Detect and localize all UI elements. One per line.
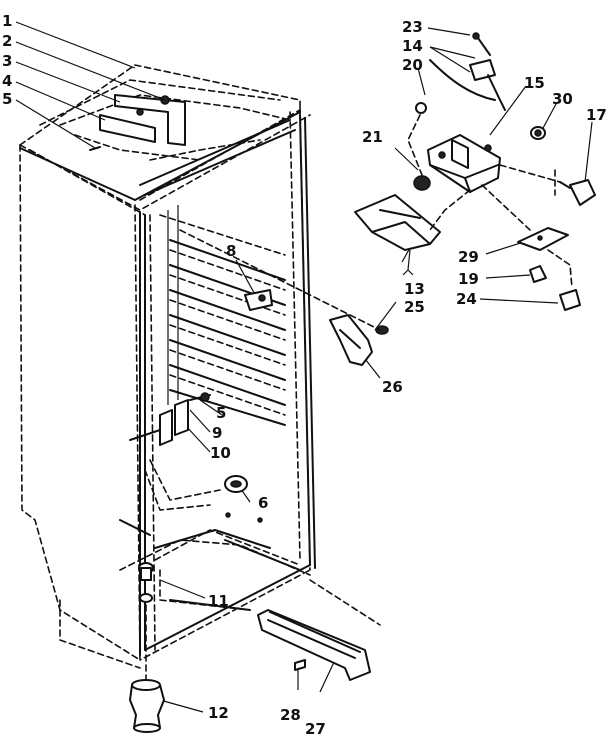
label-27: 27 <box>305 720 326 738</box>
label-5-hinge: 5 <box>216 404 226 422</box>
kick-plate <box>257 579 381 681</box>
label-29: 29 <box>458 248 479 266</box>
label-25: 25 <box>404 298 425 316</box>
part-8-bracket <box>244 289 273 311</box>
label-1: 1 <box>2 12 12 30</box>
label-26: 26 <box>382 378 403 396</box>
label-17: 17 <box>586 106 607 124</box>
cabinet-frame <box>19 111 316 656</box>
label-4: 4 <box>2 72 12 90</box>
label-9: 9 <box>212 424 222 442</box>
shelf-rails <box>159 205 286 426</box>
part-labels: 1 2 3 4 5 8 5 9 10 6 11 12 28 27 23 14 2… <box>2 12 607 738</box>
part-17-socket <box>554 169 596 206</box>
label-30: 30 <box>552 90 573 108</box>
label-12: 12 <box>208 704 229 722</box>
label-24: 24 <box>456 290 477 308</box>
label-5-top: 5 <box>2 90 12 108</box>
control-bracket <box>407 102 561 231</box>
label-28: 28 <box>280 706 301 724</box>
label-20: 20 <box>402 56 423 74</box>
leader-lines <box>15 21 593 713</box>
label-3: 3 <box>2 52 12 70</box>
label-10: 10 <box>210 444 231 462</box>
part-6-grommet <box>224 475 263 523</box>
label-23: 23 <box>402 18 423 36</box>
label-13: 13 <box>404 280 425 298</box>
label-14: 14 <box>402 37 423 55</box>
label-15: 15 <box>524 74 545 92</box>
part-26-cover <box>179 229 389 366</box>
label-6: 6 <box>258 494 268 512</box>
label-21: 21 <box>362 128 383 146</box>
label-2: 2 <box>2 32 12 50</box>
label-19: 19 <box>458 270 479 288</box>
part-13-housing <box>354 194 441 276</box>
top-parts <box>59 94 291 161</box>
lower-right-parts <box>517 227 581 311</box>
hinge-parts <box>129 392 221 511</box>
label-11: 11 <box>208 592 229 610</box>
label-8: 8 <box>226 242 236 260</box>
leveling-leg <box>129 562 165 733</box>
part-14-thermostat <box>429 32 506 111</box>
